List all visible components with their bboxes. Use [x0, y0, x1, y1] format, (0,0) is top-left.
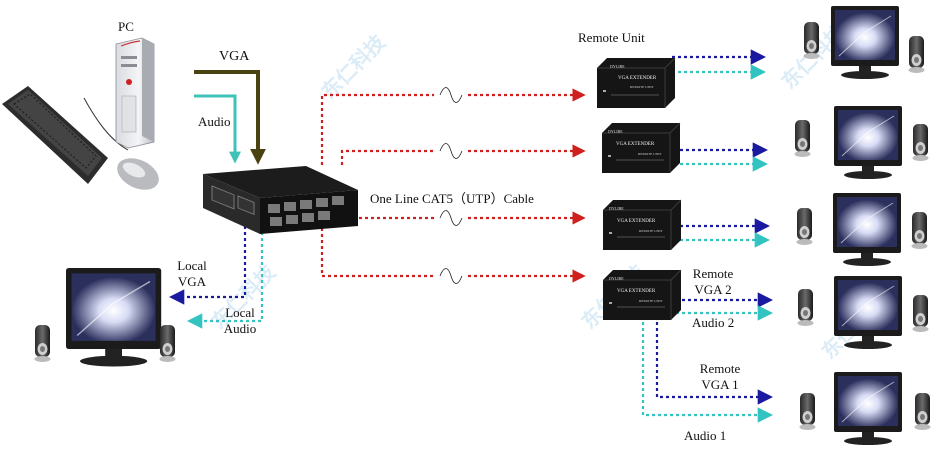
pc-tower — [115, 37, 155, 149]
local-audio-line-2: Audio — [223, 321, 257, 336]
cat5-line-1 — [320, 93, 434, 165]
unit-sub: REMOTE UNIT — [638, 152, 662, 156]
remote-display-4 — [797, 275, 929, 350]
local-vga-line-1: Local — [177, 258, 207, 273]
remote-vga1-line-1: Remote — [699, 361, 741, 376]
local-outputs — [168, 220, 264, 329]
remote-display-2 — [794, 105, 929, 180]
remote-unit-3: DYLIBE VGA EXTENDER REMOTE UNIT — [602, 199, 682, 251]
unit-name: VGA EXTENDER — [618, 76, 657, 81]
unit-sub: REMOTE UNIT — [639, 229, 663, 233]
unit-brand: DYLIBE — [610, 64, 625, 69]
remote-unit-4: DYLIBE VGA EXTENDER REMOTE UNIT — [602, 269, 682, 321]
pc-label: PC — [118, 19, 134, 34]
remote-display-5 — [799, 371, 931, 446]
unit-brand: DYLIBE — [608, 129, 623, 134]
remote-unit-label: Remote Unit — [578, 30, 645, 45]
audio-label: Audio — [198, 114, 231, 129]
unit-sub: REMOTE UNIT — [639, 299, 663, 303]
watermark-text: 东仁科技 — [317, 29, 391, 103]
keyboard — [2, 86, 108, 184]
pc-vga-arrow — [194, 70, 266, 165]
vga-label: VGA — [219, 49, 250, 64]
cable-label: One Line CAT5（UTP）Cable — [370, 191, 534, 206]
remote-vga2-label: Remote VGA 2 — [683, 266, 743, 298]
pc-audio-arrow — [194, 94, 241, 164]
remote-outputs — [641, 49, 774, 423]
remote-unit-1: DYLIBE VGA EXTENDER REMOTE UNIT — [596, 57, 676, 109]
local-display — [34, 267, 176, 368]
cat5-line-4 — [320, 228, 434, 278]
audio2-label: Audio 2 — [692, 315, 735, 330]
remote-vga1-label: Remote VGA 1 — [690, 361, 750, 393]
cat5-line-2 — [340, 149, 434, 165]
local-transmitter — [203, 166, 358, 234]
local-vga-line-2: VGA — [177, 274, 207, 289]
remote-unit-2: DYLIBE VGA EXTENDER REMOTE UNIT — [601, 122, 681, 174]
unit-sub: REMOTE UNIT — [630, 85, 654, 89]
unit-name: VGA EXTENDER — [617, 219, 656, 224]
audio1-label: Audio 1 — [684, 428, 727, 443]
unit-brand: DYLIBE — [609, 206, 624, 211]
unit-brand: DYLIBE — [609, 276, 624, 281]
remote-vga2-line-1: Remote — [692, 266, 734, 281]
unit-name: VGA EXTENDER — [617, 289, 656, 294]
remote-display-3 — [796, 192, 928, 267]
remote-vga1-line-2: VGA 1 — [701, 377, 739, 392]
local-vga-label: Local VGA — [172, 258, 212, 290]
pc-links — [194, 70, 266, 165]
local-audio-line-1: Local — [225, 305, 255, 320]
remote-vga2-line-2: VGA 2 — [694, 282, 732, 297]
unit-name: VGA EXTENDER — [616, 142, 655, 147]
mouse — [83, 97, 159, 190]
local-audio-label: Local Audio — [219, 305, 261, 337]
cable-break-icons — [439, 87, 463, 284]
remote-units: DYLIBE VGA EXTENDER REMOTE UNIT DYLIBE V… — [596, 57, 682, 321]
cat5-cables — [320, 88, 586, 283]
